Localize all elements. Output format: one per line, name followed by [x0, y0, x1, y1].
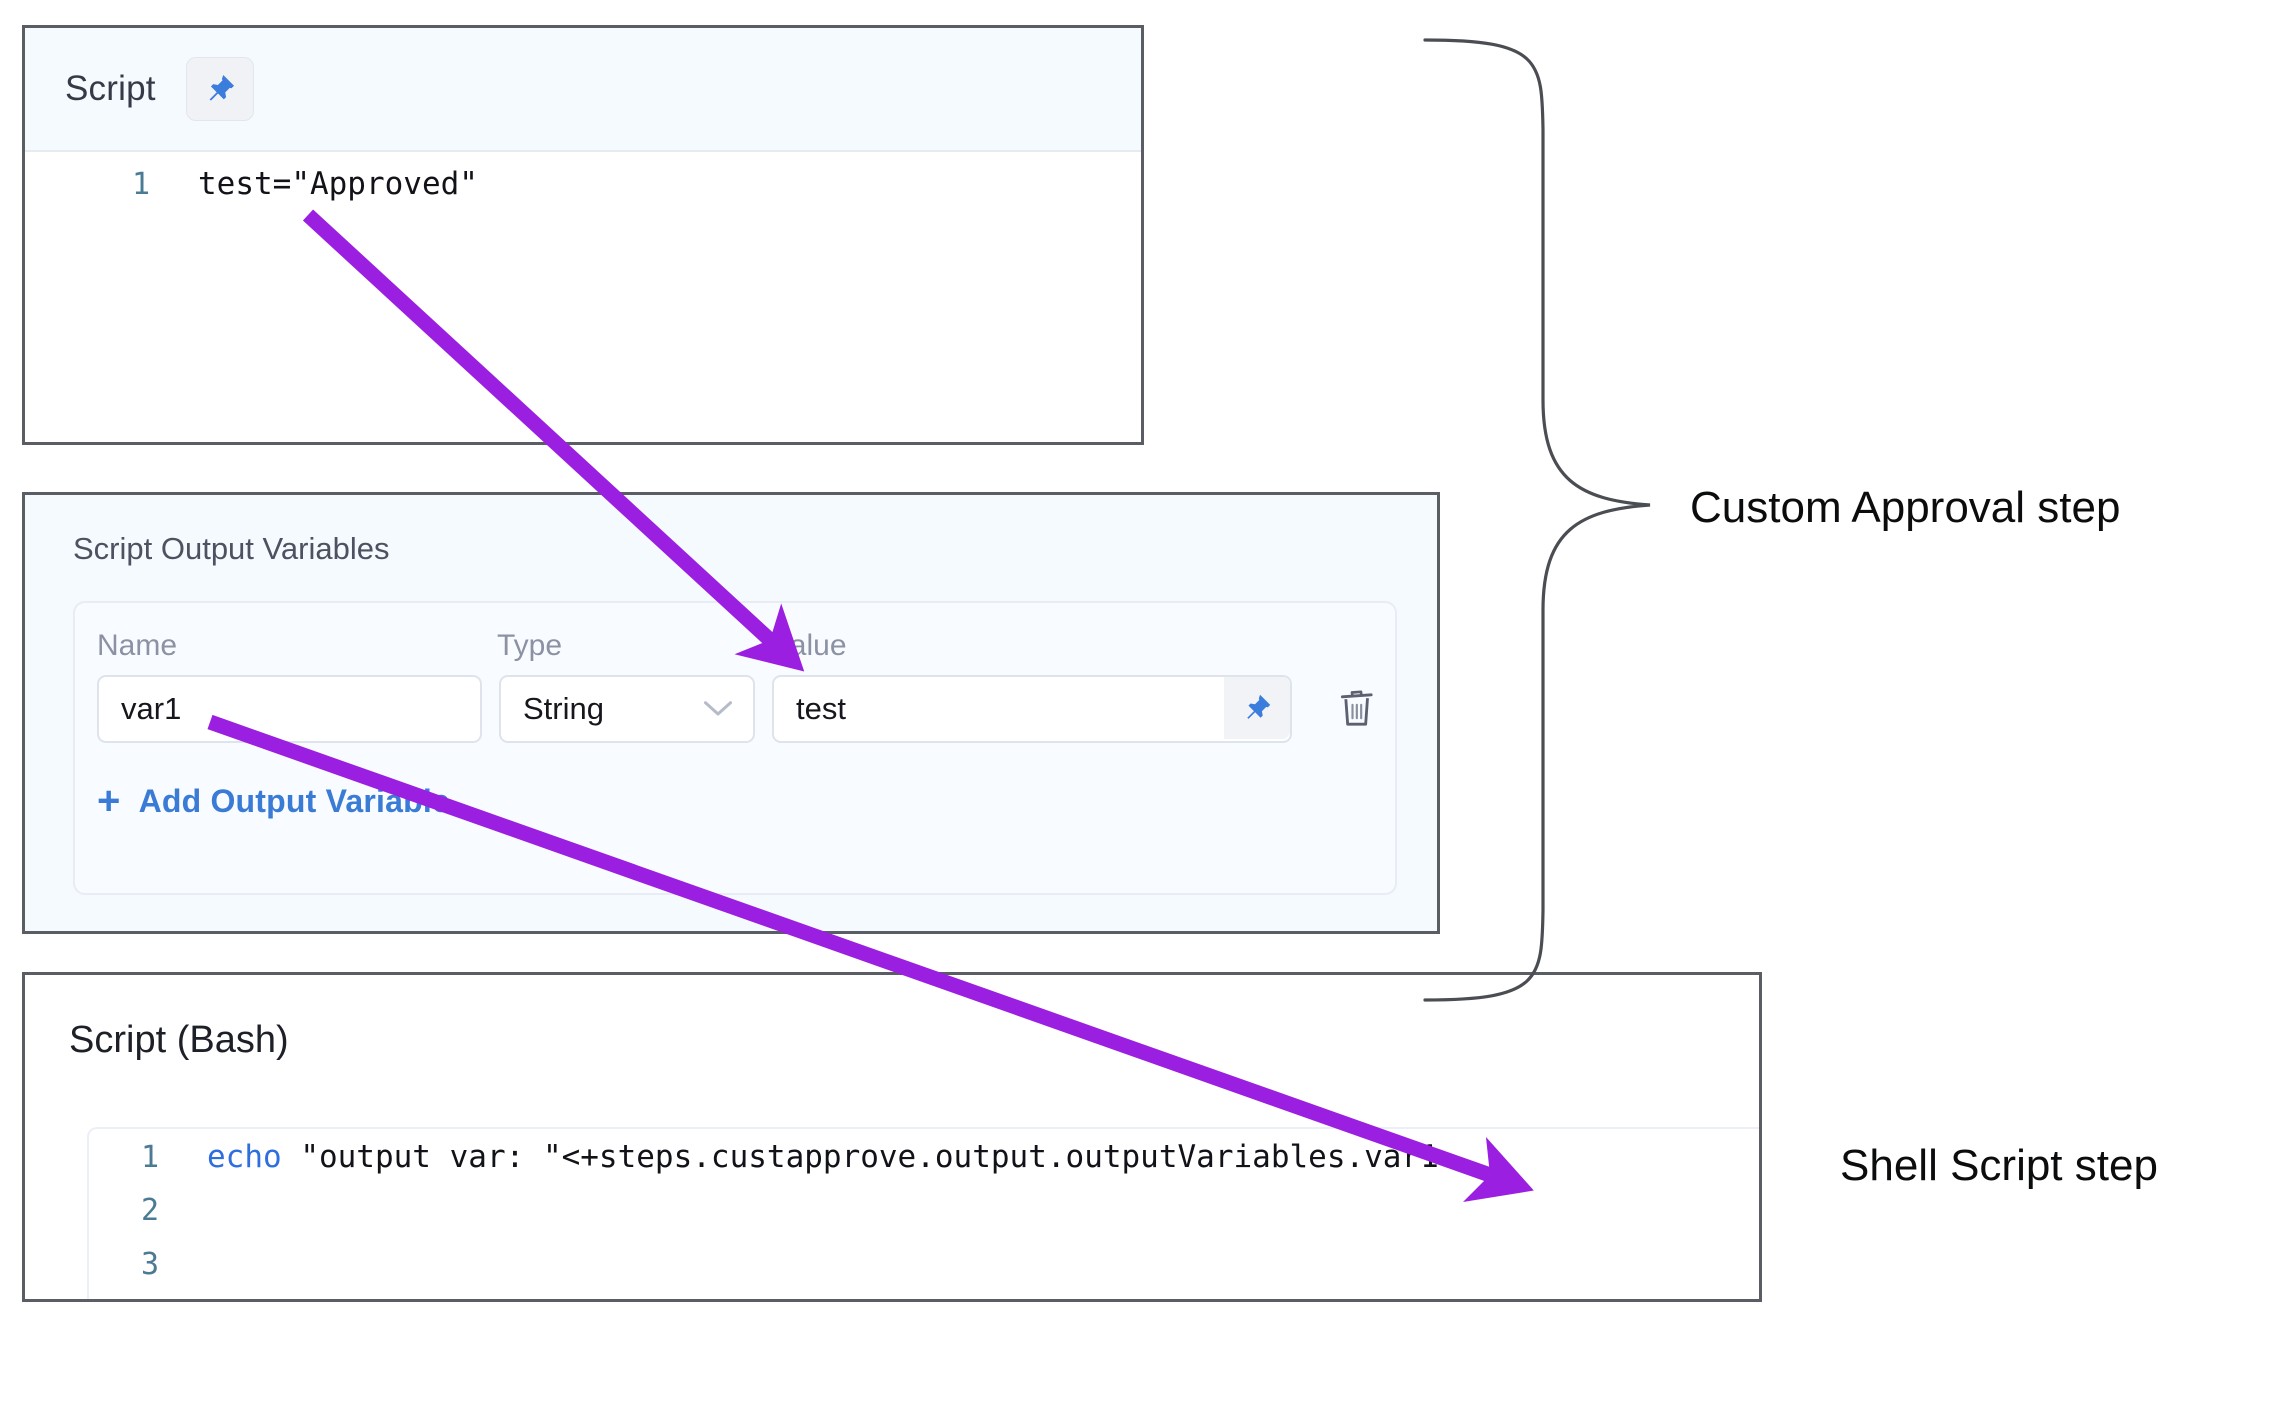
variable-type-select[interactable]: String	[499, 675, 755, 743]
script-panel-header: Script	[25, 28, 1141, 150]
variable-type-value: String	[523, 691, 604, 726]
value-pushpin-button[interactable]	[1224, 677, 1290, 739]
add-output-variable-button[interactable]: + Add Output Variable	[97, 781, 1395, 821]
column-header-name: Name	[97, 629, 178, 662]
code-text: "output var: "<+steps.custapprove.output…	[281, 1139, 1458, 1175]
custom-approval-annotation: Custom Approval step	[1690, 483, 2120, 532]
script-code-editor[interactable]: 1 test="Approved"	[25, 150, 1141, 442]
column-header-value: Value	[772, 629, 847, 662]
code-line: 1 test="Approved"	[25, 166, 1141, 220]
column-header-type: Type	[497, 629, 563, 662]
variable-name-input[interactable]: var1	[97, 675, 482, 743]
curly-brace	[1423, 38, 1651, 1002]
script-panel: Script 1 test="Approved"	[22, 25, 1144, 445]
delete-variable-button[interactable]	[1334, 683, 1380, 735]
bash-code-editor[interactable]: 1 echo "output var: "<+steps.custapprove…	[87, 1127, 1759, 1299]
line-number: 1	[140, 1140, 159, 1175]
pushpin-icon	[1247, 694, 1271, 719]
pushpin-icon	[209, 74, 234, 101]
variable-value-group: test	[772, 675, 1292, 743]
table-row: var1 String test	[75, 663, 1395, 743]
chevron-down-glyph	[704, 701, 732, 716]
code-line: 3	[89, 1247, 1759, 1301]
bash-panel-title: Script (Bash)	[69, 1019, 289, 1061]
script-output-variables-panel: Script Output Variables Name Type Value …	[22, 492, 1440, 934]
plus-icon: +	[97, 779, 121, 823]
line-number: 2	[140, 1193, 159, 1228]
line-number: 1	[131, 167, 150, 202]
code-keyword: echo	[207, 1139, 282, 1175]
code-line: 2	[89, 1193, 1759, 1247]
add-output-variable-label: Add Output Variable	[138, 782, 450, 819]
table-header-row: Name Type Value	[75, 603, 1395, 663]
line-number: 3	[140, 1247, 159, 1282]
shell-script-annotation: Shell Script step	[1840, 1141, 2158, 1190]
section-title: Script Output Variables	[73, 531, 390, 566]
bash-script-panel: Script (Bash) 1 echo "output var: "<+ste…	[22, 972, 1762, 1302]
pushpin-button[interactable]	[185, 57, 254, 121]
chevron-down-icon	[703, 696, 733, 722]
output-variables-table: Name Type Value var1 String test	[73, 601, 1397, 895]
page-title: Script	[65, 69, 156, 108]
trash-icon	[1340, 690, 1373, 726]
variable-value-input[interactable]: test	[774, 677, 1224, 741]
code-line: 1 echo "output var: "<+steps.custapprove…	[89, 1139, 1759, 1193]
code-text: test="Approved"	[198, 166, 478, 202]
